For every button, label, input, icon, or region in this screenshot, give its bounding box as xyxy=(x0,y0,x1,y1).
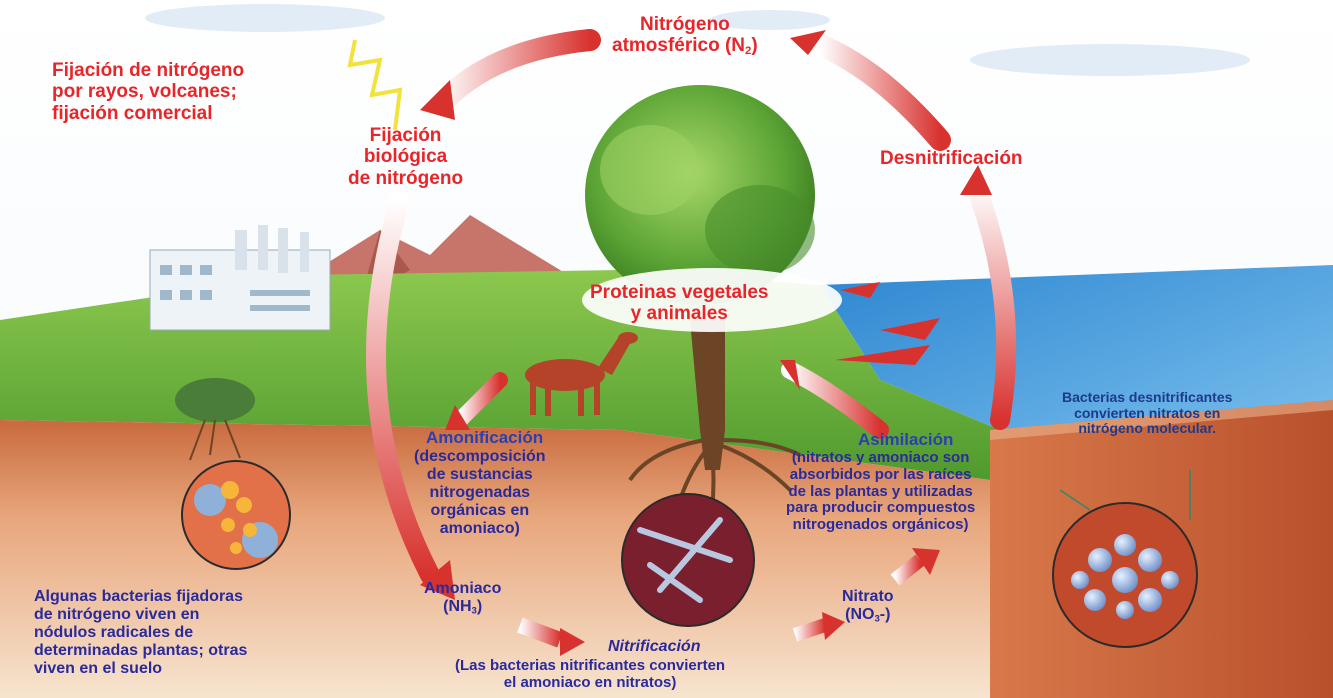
nitrate-label: Nitrato (NO3-) xyxy=(842,588,894,625)
assimilation-description: (nitratos y amoniaco son absorbidos por … xyxy=(786,450,975,534)
ammonification-title: Amonificación xyxy=(426,428,543,447)
denitrifying-bacteria-label: Bacterias desnitrificantes convierten ni… xyxy=(1062,390,1232,437)
proteins-label: Proteinas vegetales y animales xyxy=(590,282,768,325)
ammonification-description: (descomposición de sustancias nitrogenad… xyxy=(414,448,546,538)
nitrifying-bacteria-magnifier xyxy=(622,494,754,626)
fixing-bacteria-label: Algunas bacterias fijadoras de nitrógeno… xyxy=(34,588,247,678)
denitrification-label: Desnitrificación xyxy=(880,148,1023,169)
biological-fixation-label: Fijación biológica de nitrógeno xyxy=(348,125,463,189)
root-nodule-magnifier xyxy=(182,461,290,569)
nitrification-description: (Las bacterias nitrificantes convierten … xyxy=(455,658,725,692)
lightning-fixation-label: Fijación de nitrógeno por rayos, volcane… xyxy=(52,60,244,124)
ammonia-label: Amoniaco (NH3) xyxy=(424,580,501,617)
atmospheric-nitrogen-label: Nitrógeno atmosférico (N2) xyxy=(612,14,758,58)
assimilation-title: Asimilación xyxy=(858,430,953,449)
denitrifying-bacteria-magnifier xyxy=(1053,503,1197,647)
nitrification-title: Nitrificación xyxy=(608,638,700,656)
